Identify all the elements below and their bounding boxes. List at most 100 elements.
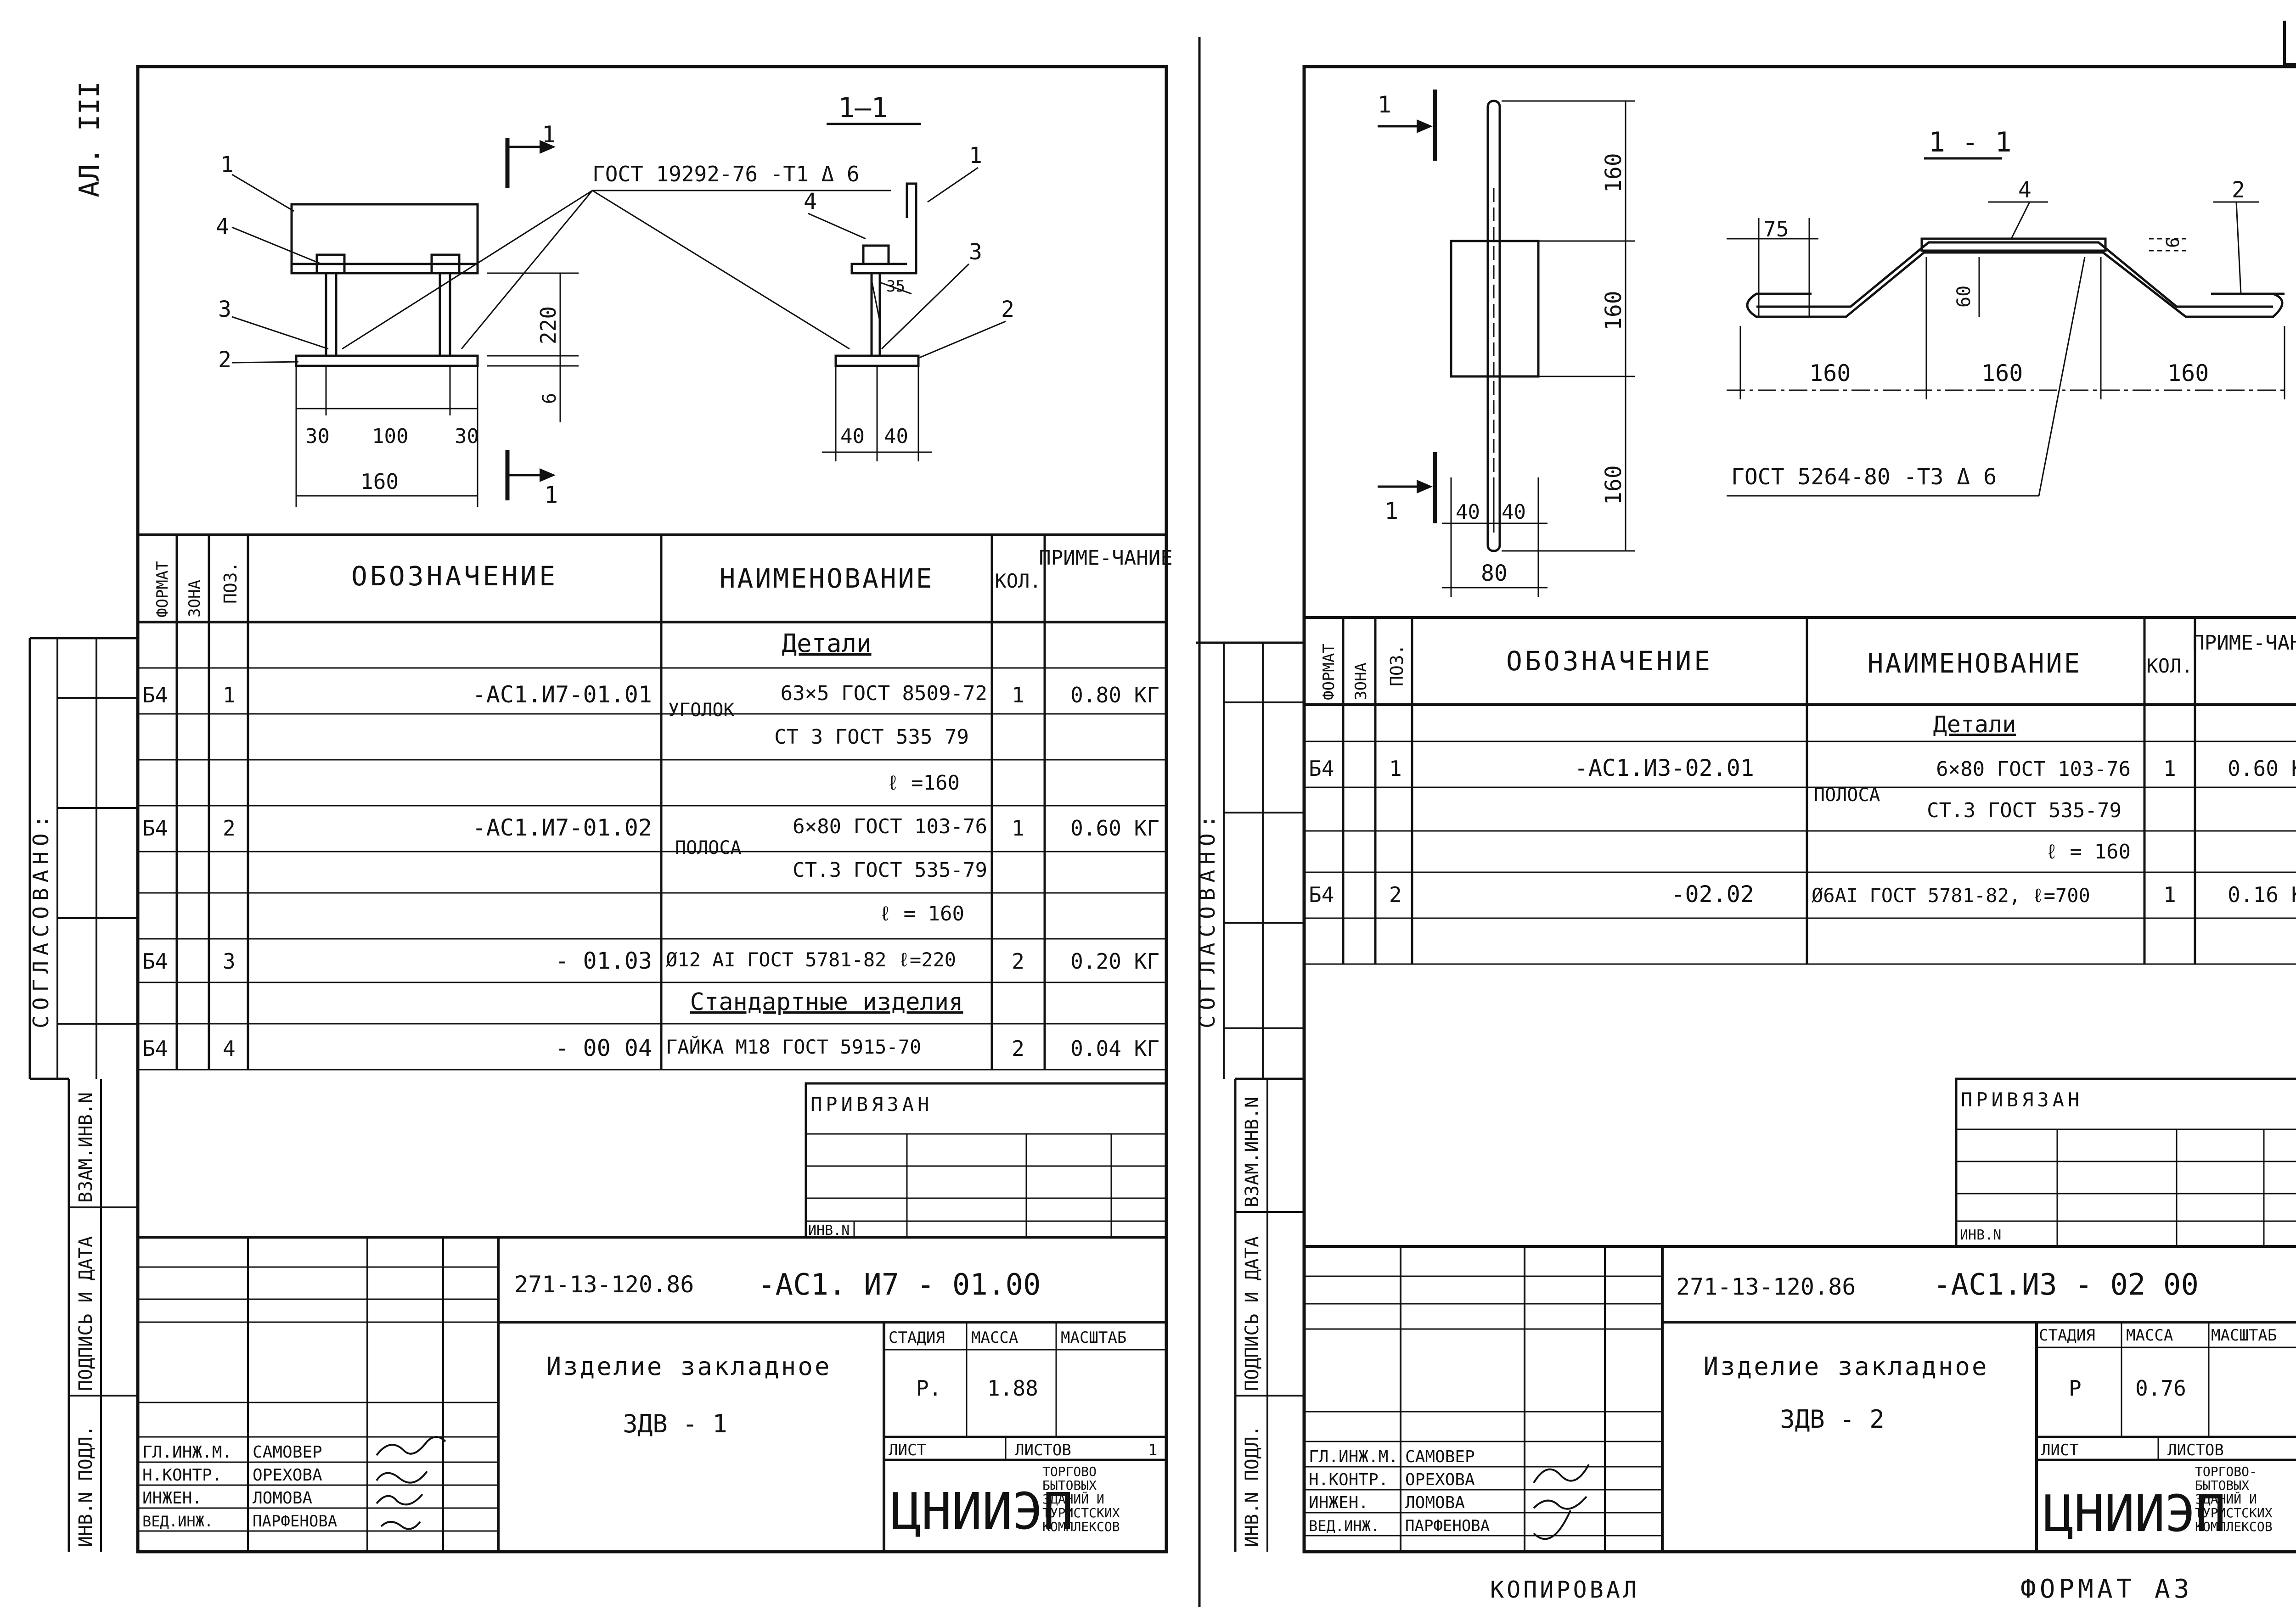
person-2-0: САМОВЕР [1405, 1447, 1475, 1466]
page-number-box: 15 [2283, 21, 2296, 66]
s2-row2-format: Б4 [1309, 882, 1334, 907]
hdr-designation-1: ОБОЗНАЧЕНИЕ [351, 561, 558, 592]
org-desc-1-0: ТОРГОВО [1042, 1464, 1097, 1479]
drawing-section-1: 1—1 40 40 35 1 4 [804, 92, 1014, 461]
row3-note: 0.20 КГ [1070, 949, 1159, 974]
massa-val-1: 1.88 [987, 1376, 1038, 1401]
signatures-1 [376, 1436, 446, 1530]
code-1: 271-13-120.86 [514, 1271, 694, 1298]
row1-name-l1: 63×5 ГОСТ 8509-72 [781, 682, 987, 705]
s2-row1-name-l2: СТ.3 ГОСТ 535-79 [1927, 799, 2122, 822]
row4-format: Б4 [142, 1036, 168, 1061]
inv-podl-label-2: ИНВ.N ПОДЛ. [1242, 1425, 1263, 1547]
podpis-data-label: ПОДПИСЬ И ДАТА [75, 1236, 96, 1391]
section-title-1: 1—1 [838, 92, 888, 124]
stadia-val-2: Р [2069, 1376, 2082, 1401]
row2-designation: -АС1.И7-01.02 [473, 814, 652, 841]
dim-h160b: 160 [1601, 291, 1626, 331]
row3-qty: 2 [1012, 949, 1024, 974]
title2-2: ЗДВ - 2 [1780, 1405, 1885, 1434]
stadia-hdr-2: СТАДИЯ [2039, 1326, 2095, 1345]
person-1-0: САМОВЕР [253, 1443, 322, 1462]
dim-40a: 40 [840, 425, 865, 448]
role-1-1: Н.КОНТР. [142, 1466, 222, 1485]
row2-name-l1: 6×80 ГОСТ 103-76 [793, 815, 987, 838]
row2-name-l2: СТ.3 ГОСТ 535-79 [793, 858, 987, 882]
s2-row1-format: Б4 [1309, 756, 1334, 781]
section-details-2: Детали [1933, 711, 2016, 738]
soglasovano-label-2: СОГЛАСОВАНО: [1195, 810, 1220, 1028]
soglasovano-label: СОГЛАСОВАНО: [28, 810, 53, 1028]
role-2-2: ИНЖЕН. [1309, 1493, 1368, 1512]
callout-2-s2: 2 [2232, 177, 2245, 203]
person-1-3: ПАРФЕНОВА [253, 1512, 337, 1531]
side-strip-2: СОГЛАСОВАНО: ИНВ.N ПОДЛ. ПОДПИСЬ И ДАТА … [1195, 641, 1304, 1552]
drawing-section-2: 1 - 1 4 2 75 6 60 [1727, 126, 2287, 497]
title1-1: Изделие закладное [546, 1352, 832, 1381]
org-desc-2-4: КОМПЛЕКСОВ [2195, 1519, 2273, 1534]
s2-row1-qty: 1 [2163, 756, 2176, 781]
row1-name-label: УГОЛОК [668, 700, 735, 721]
role-1-3: ВЕД.ИНЖ. [142, 1513, 213, 1530]
stadia-val-1: Р. [916, 1376, 941, 1401]
person-2-2: ЛОМОВА [1405, 1493, 1465, 1512]
hdr-designation-2: ОБОЗНАЧЕНИЕ [1506, 645, 1713, 677]
dim-h160c: 160 [1601, 465, 1626, 505]
row1-name-l2: СТ 3 ГОСТ 535 79 [774, 725, 969, 749]
row2-pos: 2 [223, 816, 236, 841]
row2-name-l3: ℓ = 160 [879, 902, 964, 925]
listov-val-1: 1 [1148, 1441, 1157, 1459]
org-desc-1-1: БЫТОВЫХ [1042, 1478, 1097, 1493]
row1-pos: 1 [223, 683, 236, 707]
callout-2: 2 [218, 347, 231, 373]
row2-name-label: ПОЛОСА [675, 837, 742, 858]
privyazan-2: ПРИВЯЗАН [1961, 1088, 2083, 1111]
title1-2: Изделие закладное [1704, 1352, 1989, 1381]
callout-1: 1 [220, 152, 234, 178]
dim-160a-2: 160 [1809, 360, 1851, 387]
listov-hdr-2: ЛИСТОВ [2167, 1441, 2224, 1459]
title-block-2: СТАДИЯ МАССА МАСШТАБ Р 0.76 ЛИСТ ЛИСТОВ … [1304, 1245, 2296, 1552]
role-1-0: ГЛ.ИНЖ.М. [142, 1443, 232, 1462]
callout-3-sec: 3 [969, 239, 982, 265]
dim-75: 75 [1763, 217, 1789, 241]
hdr-format-2: ФОРМАТ [1320, 644, 1338, 700]
section-standard-1: Стандартные изделия [690, 988, 963, 1016]
dim-160b-2: 160 [1981, 360, 2023, 387]
org-logo-2: ЦНИИЭП [2043, 1484, 2226, 1543]
title-block-1: СТАДИЯ МАССА МАСШТАБ Р. 1.88 ЛИСТ ЛИСТОВ… [138, 1236, 1166, 1552]
list-hdr-1: ЛИСТ [889, 1441, 926, 1459]
doc-code-1: -АС1. И7 - 01.00 [758, 1268, 1041, 1302]
section-mark-bottom-2: 1 [1384, 498, 1398, 524]
hdr-qty-2: КОЛ. [2146, 655, 2193, 677]
dim-6-2: 6 [2163, 237, 2183, 248]
kopiroval-label: КОПИРОВАЛ [1490, 1576, 1639, 1603]
callout-1-sec: 1 [969, 143, 982, 168]
masshtab-hdr-2: МАСШТАБ [2211, 1326, 2277, 1345]
inv-podl-label: ИНВ.N ПОДЛ. [75, 1425, 96, 1547]
privyazan-1: ПРИВЯЗАН [810, 1093, 933, 1116]
weld-gost-2: ГОСТ 5264-80 -Т3 Δ 6 [1731, 464, 1997, 490]
privyazan-block-1: ПРИВЯЗАН ИНВ.N [805, 1082, 1168, 1239]
corner-label: АЛ. III [73, 81, 106, 197]
hdr-name-2: НАИМЕНОВАНИЕ [1867, 648, 2082, 679]
sheet-1-frame [136, 65, 1168, 1554]
role-1-2: ИНЖЕН. [142, 1489, 202, 1508]
doc-code-2: -АС1.И3 - 02 00 [1933, 1268, 2199, 1302]
s2-row2-designation: -02.02 [1671, 881, 1754, 908]
section-details-1: Детали [782, 629, 871, 658]
row1-name-l3: ℓ =160 [887, 771, 960, 795]
list-hdr-2: ЛИСТ [2041, 1441, 2079, 1459]
s2-row1-name-l3: ℓ = 160 [2046, 840, 2131, 864]
sheet-1: СОГЛАСОВАНО: ИНВ.N ПОДЛ. ПОДПИСЬ И ДАТА … [28, 65, 1173, 1554]
stadia-hdr-1: СТАДИЯ [889, 1329, 945, 1347]
row4-qty: 2 [1012, 1036, 1024, 1061]
listov-hdr-1: ЛИСТОВ [1015, 1441, 1071, 1459]
podpis-data-label-2: ПОДПИСЬ И ДАТА [1242, 1236, 1263, 1391]
format-label: ФОРМАТ А3 [2020, 1574, 2193, 1604]
massa-val-2: 0.76 [2135, 1376, 2186, 1401]
row3-name: Ø12 АI ГОСТ 5781-82 ℓ=220 [666, 948, 956, 971]
row1-designation: -АС1.И7-01.01 [473, 681, 652, 708]
row4-name: ГАЙКА М18 ГОСТ 5915-70 [666, 1035, 921, 1058]
s2-row2-pos: 2 [1389, 882, 1402, 907]
